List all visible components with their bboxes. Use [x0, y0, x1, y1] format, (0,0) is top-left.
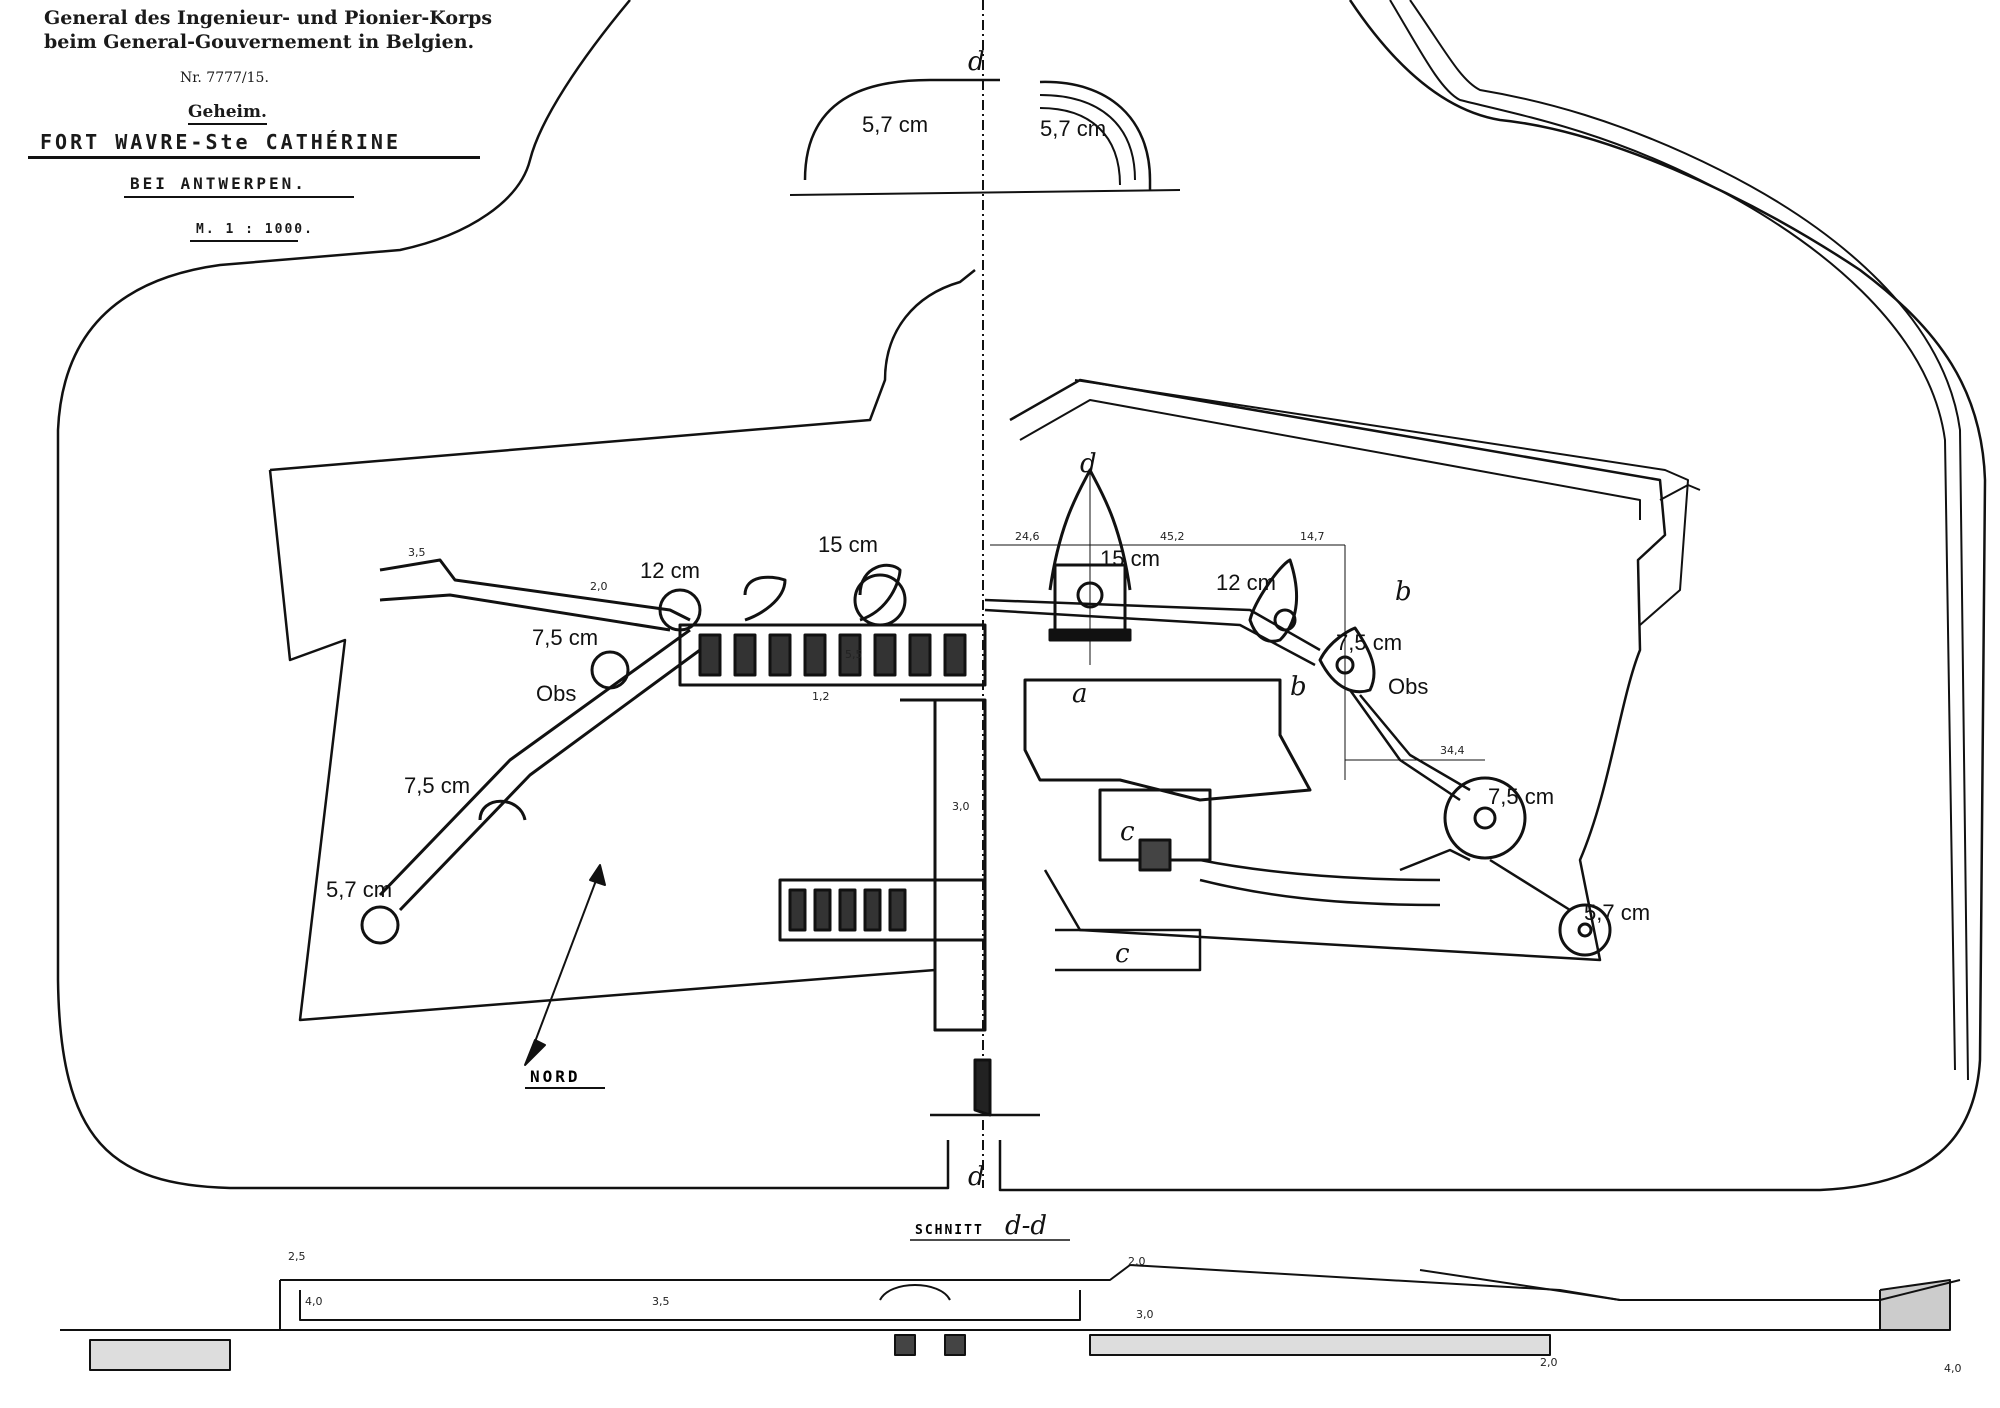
header-title-rule — [28, 156, 480, 159]
section-caption-cut: d-d — [1005, 1211, 1047, 1241]
dimension-34-4: 34,4 — [1440, 744, 1465, 757]
gun-label-57cm-left-lower: 5,7 cm — [326, 877, 392, 902]
header-line-2: beim General-Gouvernement in Belgien. — [44, 31, 475, 53]
dimension-14-7: 14,7 — [1300, 530, 1325, 543]
gun-label-57cm-right-lower: 5,7 cm — [1584, 900, 1650, 925]
lower-gate-caponier — [973, 1058, 992, 1117]
section-mark-b2: b — [1290, 672, 1307, 702]
dimension-3-0: 3,0 — [952, 800, 970, 813]
outer-glacis-outline — [56, 0, 950, 1190]
top-caponier-outline — [803, 78, 1000, 181]
section-mark-bottom: d — [968, 1162, 985, 1192]
gun-label-15cm-right: 15 cm — [1100, 546, 1160, 571]
gun-label-75cm-right-lower: 7,5 cm — [1488, 784, 1554, 809]
left-gallery — [379, 558, 907, 632]
gun-label-12cm-left: 12 cm — [640, 558, 700, 583]
dimension-3-5a: 3,5 — [408, 546, 426, 559]
header-scale: M. 1 : 1000. — [196, 222, 314, 237]
gun-label-top-left: 5,7 cm — [862, 112, 928, 137]
section-mark-top: d — [968, 47, 985, 77]
header-scale-rule — [190, 240, 298, 242]
dimension-lines — [990, 470, 1485, 780]
gun-label-75cm-left-upper: 7,5 cm — [532, 625, 598, 650]
dimension-2-5: 2,5 — [288, 1250, 306, 1263]
dimension-2-0c: 2,0 — [1540, 1356, 1558, 1369]
gun-label-75cm-left-lower: 7,5 cm — [404, 773, 470, 798]
dimension-5-5: 5,5 — [845, 648, 863, 661]
dimension-4-0: 4,0 — [305, 1295, 323, 1308]
dimension-3-0b: 3,0 — [1136, 1308, 1154, 1321]
section-mark-c1: c — [1120, 817, 1135, 847]
outer-glacis-outline-right — [998, 0, 1987, 1192]
dimension-2-0b: 2,0 — [1128, 1255, 1146, 1268]
north-arrow — [524, 864, 606, 1066]
left-diagonal-gallery — [360, 628, 701, 945]
section-mark-b1: b — [1395, 577, 1412, 607]
section-caption: SCHNITT — [915, 1223, 984, 1238]
section-mark-c2: c — [1115, 939, 1130, 969]
section-mark-axis: d — [1080, 449, 1097, 479]
header-title: FORT WAVRE-Ste CATHÉRINE — [40, 130, 401, 154]
left-casemates — [678, 623, 987, 1032]
fort-body-left — [269, 269, 976, 472]
right-turrets — [1248, 558, 1612, 957]
header-secret: Geheim. — [188, 102, 267, 125]
header-subtitle: BEI ANTWERPEN. — [130, 174, 307, 193]
dimension-labels: 24,6 45,2 14,7 34,4 3,5 2,0 1,2 5,5 3,0 … — [288, 530, 1962, 1375]
dimension-2-0a: 2,0 — [590, 580, 608, 593]
right-central-block — [1023, 678, 1312, 872]
dimension-45-2: 45,2 — [1160, 530, 1185, 543]
dimension-4-0b: 4,0 — [1944, 1362, 1962, 1375]
gun-label-75cm-right-upper: 7,5 cm — [1336, 630, 1402, 655]
gun-label-15cm-left: 15 cm — [818, 532, 878, 557]
north-label: NORD — [530, 1067, 581, 1086]
fort-body-right — [1009, 378, 1667, 962]
dimension-1-2: 1,2 — [812, 690, 830, 703]
gun-label-12cm-right: 12 cm — [1216, 570, 1276, 595]
dimension-3-5b: 3,5 — [652, 1295, 670, 1308]
header-subtitle-rule — [124, 196, 354, 198]
right-galleries — [984, 598, 1571, 972]
dimension-24-6: 24,6 — [1015, 530, 1040, 543]
gun-labels: 5,7 cm 5,7 cm 15 cm 12 cm 7,5 cm Obs 7,5… — [326, 112, 1650, 925]
section-marks: d d d b b a c c — [968, 47, 1412, 1192]
header-line-1: General des Ingenieur- und Pionier-Korps — [44, 7, 493, 29]
gun-label-top-right: 5,7 cm — [1040, 116, 1106, 141]
obs-label-right: Obs — [1388, 674, 1428, 699]
obs-label-left: Obs — [536, 681, 576, 706]
header-number: Nr. 7777/15. — [180, 70, 269, 86]
section-mark-a1: a — [1072, 679, 1088, 709]
section-profile-d-d — [60, 1264, 1961, 1371]
